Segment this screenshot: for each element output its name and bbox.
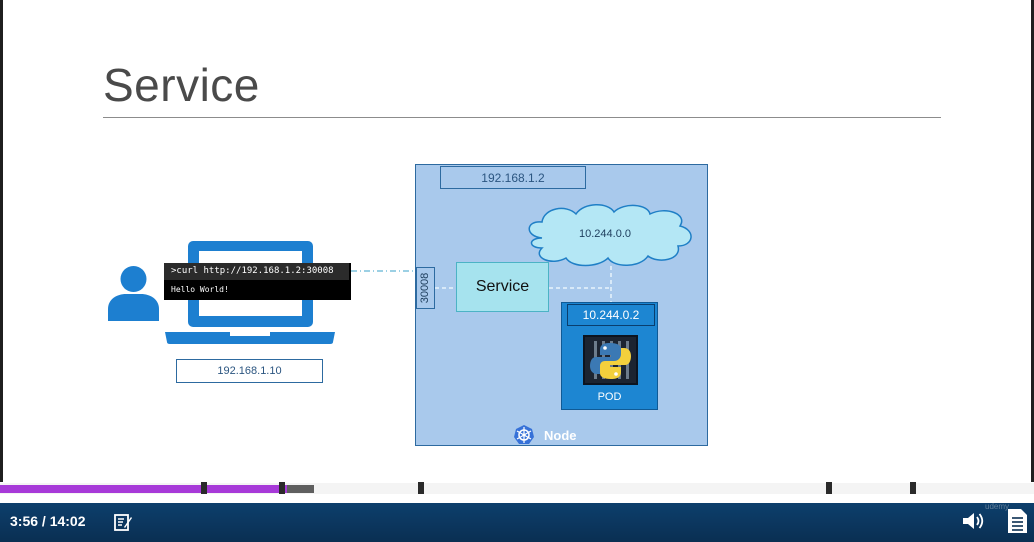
left-edge bbox=[0, 0, 3, 482]
terminal-window: >curl http://192.168.1.2:30008 Hello Wor… bbox=[164, 263, 351, 300]
client-ip-box: 192.168.1.10 bbox=[176, 359, 323, 383]
node-ip-box: 192.168.1.2 bbox=[440, 166, 586, 189]
chapter-marker[interactable] bbox=[910, 482, 916, 496]
pod-network-cloud bbox=[528, 204, 692, 267]
player-control-bar bbox=[0, 503, 1034, 542]
user-icon bbox=[108, 266, 159, 321]
watermark: udemy bbox=[985, 502, 1010, 511]
node-port-box bbox=[416, 267, 435, 309]
progress-fill bbox=[0, 485, 287, 493]
python-container-icon bbox=[583, 335, 638, 385]
progress-track[interactable] bbox=[0, 483, 1034, 494]
transcript-icon[interactable] bbox=[1006, 508, 1028, 534]
kubernetes-icon bbox=[514, 425, 534, 444]
right-edge bbox=[1031, 0, 1034, 482]
chapter-marker[interactable] bbox=[201, 482, 207, 496]
title-divider bbox=[103, 117, 941, 118]
node-label: Node bbox=[544, 427, 577, 443]
progress-gutter bbox=[0, 494, 1034, 503]
chapter-marker[interactable] bbox=[279, 482, 285, 496]
chapter-marker[interactable] bbox=[418, 482, 424, 496]
time-display: 3:56 / 14:02 bbox=[10, 513, 86, 529]
pod-network-label: 10.244.0.0 bbox=[579, 228, 631, 240]
volume-icon[interactable] bbox=[961, 510, 985, 532]
slide-title: Service bbox=[103, 59, 260, 111]
terminal-output: Hello World! bbox=[171, 285, 229, 294]
node-label-group: Node bbox=[513, 424, 577, 446]
notes-icon[interactable] bbox=[113, 512, 133, 532]
node-port-label: 30008 bbox=[419, 272, 431, 304]
pod-ip-box: 10.244.0.2 bbox=[567, 304, 655, 326]
service-box: Service bbox=[456, 262, 549, 312]
terminal-command: >curl http://192.168.1.2:30008 bbox=[164, 263, 349, 280]
chapter-marker[interactable] bbox=[826, 482, 832, 496]
pod-label: POD bbox=[597, 391, 622, 403]
